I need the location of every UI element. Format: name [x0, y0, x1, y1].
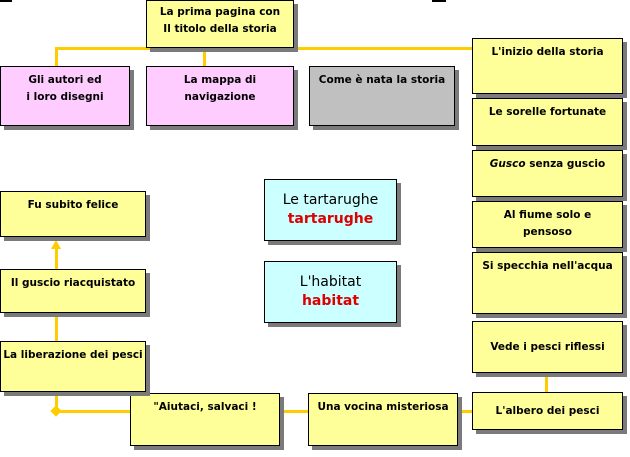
- node-story-start[interactable]: L'inizio della storia: [472, 38, 623, 94]
- arrow-up-icon: [51, 240, 61, 249]
- connector-top-horizontal: [55, 47, 547, 50]
- node-fish-tree-label: L'albero dei pesci: [495, 404, 600, 417]
- node-shellless[interactable]: Gusco senza guscio: [472, 150, 623, 197]
- node-river-line2: pensoso: [522, 226, 573, 238]
- connector-right-bottom: [545, 372, 548, 394]
- node-title-page-line2: Il titolo della storia: [163, 23, 277, 35]
- node-habitat-line2: habitat: [301, 293, 360, 309]
- node-lucky-sisters[interactable]: Le sorelle fortunate: [472, 98, 623, 146]
- node-help-label: "Aiutaci, salvaci !: [153, 401, 257, 413]
- connector-left-regained: [55, 310, 58, 342]
- node-origin-label: Come è nata la storia: [318, 74, 446, 86]
- connector-to-authors: [55, 47, 58, 67]
- connector-left-liberation: [55, 386, 58, 412]
- node-liberation[interactable]: La liberazione dei pesci: [0, 341, 146, 392]
- node-authors-line1: Gli autori ed: [28, 74, 102, 86]
- node-voice[interactable]: Una vocina misteriosa: [308, 393, 458, 446]
- node-happy-label: Fu subito felice: [27, 199, 119, 211]
- node-mirror-label: Si specchia nell'acqua: [482, 260, 613, 272]
- node-title-page-line1: La prima pagina con: [159, 6, 281, 18]
- node-turtles-line1: Le tartarughe: [282, 192, 379, 208]
- node-origin[interactable]: Come è nata la storia: [309, 66, 455, 126]
- node-shellless-rest: senza guscio: [525, 158, 606, 170]
- connector-to-navmap: [203, 44, 206, 68]
- node-happy[interactable]: Fu subito felice: [0, 191, 146, 237]
- node-fish-reflect-label: Vede i pesci riflessi: [490, 340, 605, 353]
- node-voice-label: Una vocina misteriosa: [317, 401, 449, 413]
- connector-dot-icon: [50, 405, 62, 417]
- top-mark-left: [0, 0, 12, 2]
- top-mark-right: [432, 0, 446, 2]
- node-title-page[interactable]: La prima pagina con Il titolo della stor…: [146, 0, 294, 48]
- node-turtles-line2: tartarughe: [287, 211, 374, 227]
- node-river-line1: Al fiume solo e: [503, 209, 592, 221]
- node-help[interactable]: "Aiutaci, salvaci !: [130, 393, 280, 446]
- node-habitat[interactable]: L'habitat habitat: [264, 261, 397, 323]
- node-nav-map-line2: navigazione: [184, 91, 256, 103]
- connector-left-happy: [55, 244, 58, 270]
- node-nav-map-line1: La mappa di: [183, 74, 257, 86]
- node-shellless-italic: Gusco: [489, 158, 526, 170]
- node-liberation-label: La liberazione dei pesci: [3, 349, 143, 361]
- node-lucky-sisters-label: Le sorelle fortunate: [488, 106, 607, 118]
- node-authors-line2: i loro disegni: [26, 91, 104, 103]
- node-habitat-line1: L'habitat: [299, 274, 362, 290]
- node-nav-map[interactable]: La mappa di navigazione: [146, 66, 294, 126]
- node-fish-reflect[interactable]: Vede i pesci riflessi: [472, 321, 623, 373]
- node-fish-tree[interactable]: L'albero dei pesci: [472, 392, 623, 430]
- node-authors[interactable]: Gli autori ed i loro disegni: [0, 66, 130, 126]
- node-river[interactable]: Al fiume solo e pensoso: [472, 201, 623, 248]
- node-turtles[interactable]: Le tartarughe tartarughe: [264, 179, 397, 241]
- node-shell-regained[interactable]: Il guscio riacquistato: [0, 269, 146, 313]
- node-mirror[interactable]: Si specchia nell'acqua: [472, 252, 623, 314]
- node-story-start-label: L'inizio della storia: [491, 46, 604, 58]
- node-shell-regained-label: Il guscio riacquistato: [10, 277, 136, 289]
